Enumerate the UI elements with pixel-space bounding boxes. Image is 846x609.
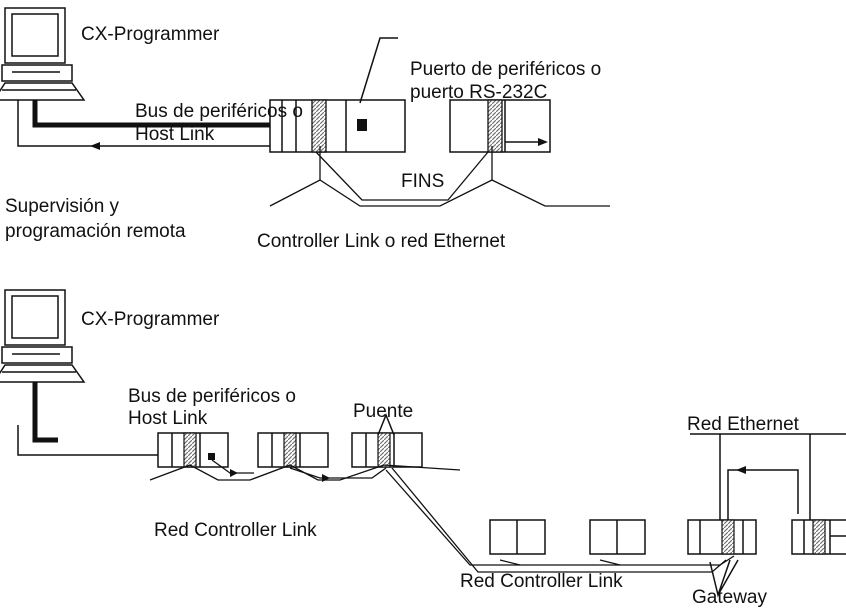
bottom-serial-cable xyxy=(32,382,58,443)
bottom-plc-1 xyxy=(157,432,229,468)
top-port-label-line-1: Puerto de periféricos o xyxy=(410,59,602,80)
top-port-pointer xyxy=(359,37,398,104)
bottom-ethernet-path xyxy=(727,469,799,520)
top-port-square xyxy=(357,119,367,131)
top-plc-1 xyxy=(269,99,406,153)
top-bus-label-line-2: Host Link xyxy=(135,124,215,145)
top-port-label-line-2: puerto RS-232C xyxy=(410,82,548,103)
top-supervision-label-line-2: programación remota xyxy=(5,221,186,242)
bottom-serial-to-plc xyxy=(17,425,212,456)
top-serial-cable xyxy=(32,100,365,128)
top-fins-label: FINS xyxy=(401,171,445,192)
top-supervision-label-line-1: Supervisión y xyxy=(5,196,120,217)
top-bus-label-line-1: Bus de periféricos o xyxy=(135,101,303,122)
bottom-gateway-plc xyxy=(687,519,757,555)
bottom-computer-icon xyxy=(0,289,86,383)
bottom-network-bus-2 xyxy=(385,469,735,566)
bottom-network-label-1: Red Controller Link xyxy=(154,520,317,541)
bottom-plc-4 xyxy=(589,519,646,555)
bottom-bridge-label: Puente xyxy=(353,401,414,422)
top-network-label: Controller Link o red Ethernet xyxy=(257,231,506,252)
bottom-bridge-pointer xyxy=(377,412,395,436)
bottom-gateway-label: Gateway xyxy=(692,587,767,608)
bottom-plc-3 xyxy=(489,519,546,555)
top-plc-2-arrow xyxy=(538,138,548,146)
bottom-bridge-plc xyxy=(351,432,423,468)
top-return-arrow xyxy=(90,142,100,150)
top-computer-icon xyxy=(0,7,86,101)
bottom-network-label-2: Red Controller Link xyxy=(460,571,623,592)
bottom-ethernet-label: Red Ethernet xyxy=(687,414,799,435)
top-pc-label: CX-Programmer xyxy=(81,24,220,45)
bottom-pc-label: CX-Programmer xyxy=(81,309,220,330)
bottom-plc-5 xyxy=(791,519,846,555)
top-fins-path xyxy=(315,151,489,201)
top-plc-2 xyxy=(449,99,551,153)
bottom-network-bus-1 xyxy=(149,464,461,481)
bottom-plc-2 xyxy=(257,432,329,468)
bottom-gateway-pointer xyxy=(709,559,739,598)
bottom-bus-label-line-2: Host Link xyxy=(128,408,208,429)
bottom-bus-label-line-1: Bus de periféricos o xyxy=(128,386,296,407)
top-return-line xyxy=(17,100,315,147)
